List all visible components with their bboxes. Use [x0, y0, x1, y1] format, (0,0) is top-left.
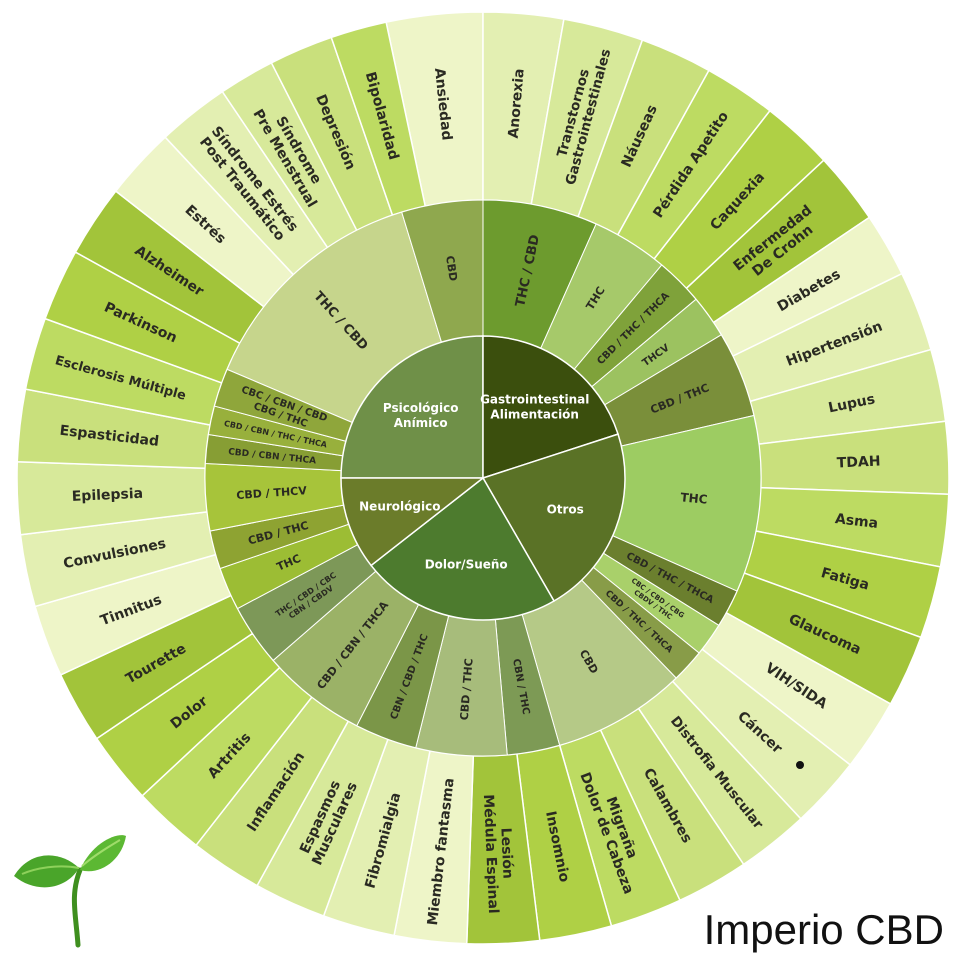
outer-segment-label: Asma — [834, 511, 879, 532]
core-segment — [370, 476, 556, 621]
outer-segment-label: LesiónMédula Espinal — [480, 793, 517, 914]
sprout-logo-icon — [14, 835, 126, 948]
core-segment-label: Dolor/Sueño — [425, 557, 508, 571]
middle-segment-label: THC — [680, 490, 708, 507]
middle-segment-label: CBD / THC — [458, 658, 476, 721]
core-segment — [481, 433, 626, 603]
middle-segment-label: CBD — [443, 255, 460, 282]
core-segment — [482, 335, 619, 480]
brand-label: Imperio CBD — [703, 906, 944, 953]
outer-segment-label: TDAH — [836, 454, 880, 472]
core-segment-label: Otros — [547, 503, 584, 517]
middle-segment-label: CBD / THCV — [236, 484, 308, 502]
outer-segment-label: Ansiedad — [431, 67, 455, 141]
core-segment — [340, 335, 484, 479]
core-segment-label: Neurológico — [359, 500, 440, 514]
dot-marker — [796, 761, 804, 769]
outer-segment-label: Anorexia — [506, 68, 528, 139]
core-segment — [340, 477, 486, 567]
outer-segment-label: Epilepsia — [71, 486, 143, 505]
